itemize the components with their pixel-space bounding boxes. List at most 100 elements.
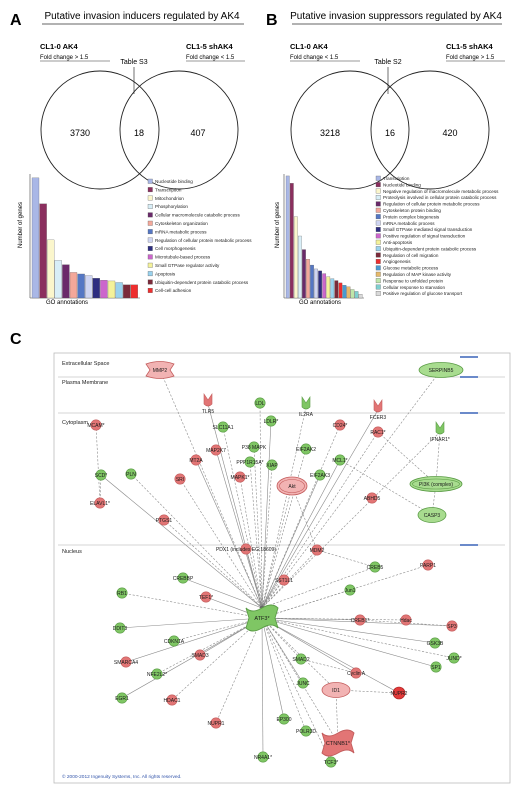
node-jun1[interactable]: Jun1 <box>344 584 356 596</box>
node-label: TEF1* <box>199 595 213 601</box>
bar <box>358 294 363 299</box>
legend-swatch <box>147 178 153 184</box>
node-ep300[interactable]: EP300 <box>276 713 292 725</box>
node-mt2a[interactable]: MT2A <box>189 454 203 466</box>
node-mmp2[interactable]: MMP2 <box>145 361 175 379</box>
node-akt[interactable]: Akt <box>276 476 308 496</box>
venn-b-right-count: 420 <box>442 128 457 138</box>
network-edge <box>182 577 263 609</box>
node-smarca4[interactable]: SMARCA4 <box>114 656 138 668</box>
node-creb5[interactable]: CREB5 <box>367 561 384 573</box>
node-elavl1[interactable]: ELAVL1* <box>90 497 110 509</box>
node-nr4a1[interactable]: NR4A1* <box>254 751 272 763</box>
node-label: CREB1* <box>351 618 370 624</box>
node-label: SLC11A1 <box>212 425 233 431</box>
node-smad3[interactable]: SMAD3 <box>191 649 209 661</box>
node-cd24[interactable]: CD24* <box>333 419 348 431</box>
venn-a-mid-count: 18 <box>134 128 144 138</box>
node-egr1[interactable]: EGR1 <box>115 692 129 704</box>
node-tcf3[interactable]: TCF3* <box>324 756 339 768</box>
node-pi3k[interactable]: PI3K (complex) <box>409 476 463 492</box>
legend-label: Ubiquitin-dependent protein catabolic pr… <box>383 246 477 251</box>
venn-b-right-label: CL1-5 shAK4 <box>446 42 494 51</box>
node-mcam[interactable]: MCAM* <box>87 419 105 431</box>
node-serpinb5[interactable]: SERPINB5 <box>418 362 464 378</box>
node-sri[interactable]: SRI <box>174 473 186 485</box>
network-edge <box>261 617 337 691</box>
node-ppp1r15a[interactable]: PPP1R15A* <box>236 456 264 468</box>
node-ctnnb1[interactable]: CTNNB1* <box>321 729 355 757</box>
node-mapk1[interactable]: MAPK1* <box>231 471 250 483</box>
legend-label: Response to unfolded protein <box>383 278 443 283</box>
venn-a-left-label: CL1-0 AK4 <box>40 42 78 51</box>
node-label: SMARCA4 <box>114 660 138 666</box>
node-label: MMP2 <box>153 368 168 374</box>
node-ifnar1[interactable]: IFNAR1* <box>430 421 450 443</box>
legend-swatch <box>375 175 381 181</box>
network-edge <box>261 617 437 668</box>
venn-a-left-count: 3730 <box>70 128 90 138</box>
node-tlr5[interactable]: TLR5 <box>202 393 214 415</box>
node-creb1[interactable]: CREB1* <box>351 614 370 626</box>
legend-swatch <box>147 212 153 218</box>
node-sstr1[interactable]: SST1L1 <box>275 574 293 586</box>
node-atf3[interactable]: ATF3* <box>245 604 279 632</box>
node-label: MT2A <box>189 458 203 464</box>
node-eif2ak2[interactable]: EIF2AK2 <box>296 443 316 455</box>
node-il2ra[interactable]: IL2RA <box>299 396 314 418</box>
node-rac1[interactable]: RAC1* <box>370 426 386 438</box>
node-pln[interactable]: PLN <box>125 468 137 480</box>
network-edge <box>159 369 263 609</box>
node-cdkn1a[interactable]: CDKN1A <box>164 635 185 647</box>
node-label: MCL1* <box>332 458 347 464</box>
node-map2k7[interactable]: MAP2K7 <box>206 444 226 456</box>
node-pdx1[interactable]: PDX1 (includes EG:18609) <box>216 543 276 555</box>
node-junc[interactable]: JUNC <box>296 677 310 689</box>
node-hdac1[interactable]: HDAC1 <box>164 694 181 706</box>
node-xiap[interactable]: XIAP <box>266 459 278 471</box>
node-eif2ak3[interactable]: EIF2AK3 <box>310 469 330 481</box>
node-casp3[interactable]: CASP3 <box>417 507 447 523</box>
node-label: CDKN1A <box>164 639 185 645</box>
node-smad2[interactable]: SMAD2 <box>292 653 310 665</box>
node-nfe2l2[interactable]: NFE2L2* <box>147 668 167 680</box>
node-tef1[interactable]: TEF1* <box>199 591 213 603</box>
node-parp1[interactable]: PARP1 <box>420 559 436 571</box>
chart-b-ylabel: Number of genes <box>275 202 281 248</box>
node-label: RAC1* <box>370 430 385 436</box>
legend-label: mRNA metabolic process <box>383 221 435 226</box>
node-jund[interactable]: JUND* <box>446 652 462 664</box>
node-p38mapk[interactable]: P38 MAPK <box>242 441 267 453</box>
node-nupr2[interactable]: NUPR2 <box>391 686 408 700</box>
node-abhd5[interactable]: ABHD5 <box>364 492 381 504</box>
node-hdac[interactable]: Hdac <box>400 614 412 626</box>
bar <box>289 183 294 299</box>
node-label: PDX1 (includes EG:18609) <box>216 547 276 553</box>
venn-a-left-sub: Fold change > 1.5 <box>40 55 89 61</box>
node-nupr1[interactable]: NUPR1 <box>208 717 225 729</box>
node-polr3d[interactable]: POLR3D <box>296 725 316 737</box>
node-rb1[interactable]: RB1 <box>116 587 128 599</box>
node-label: SCD* <box>95 473 108 479</box>
node-id1[interactable]: ID1 <box>321 682 351 698</box>
node-slc11a1[interactable]: SLC11A1 <box>212 421 234 433</box>
node-gsk3b[interactable]: GSK3B <box>427 637 444 649</box>
node-mcl1[interactable]: MCL1* <box>332 454 348 466</box>
legend-label: Regulation of cellular protein metabolic… <box>155 238 252 243</box>
node-label: ID1 <box>332 688 340 694</box>
node-scd[interactable]: SCD* <box>95 469 108 481</box>
node-mdm2[interactable]: MDM2 <box>310 544 325 556</box>
node-sp1[interactable]: SP1 <box>430 661 442 673</box>
node-crebbp[interactable]: CREBBP <box>173 572 194 584</box>
node-sp3[interactable]: SP3 <box>446 620 458 632</box>
network-edge <box>261 617 436 644</box>
venn-b-left-label: CL1-0 AK4 <box>290 42 328 51</box>
node-ptgs1[interactable]: PTGS1 <box>156 514 173 526</box>
node-ldlr[interactable]: LDLR* <box>264 415 279 427</box>
node-fcer3[interactable]: FCER3 <box>370 399 387 421</box>
node-label: SP3 <box>447 624 457 630</box>
node-ldl[interactable]: LDL <box>254 397 266 409</box>
node-cyclina[interactable]: Cyclin A <box>347 667 366 679</box>
node-ddit3[interactable]: DDIT3 <box>113 622 128 634</box>
